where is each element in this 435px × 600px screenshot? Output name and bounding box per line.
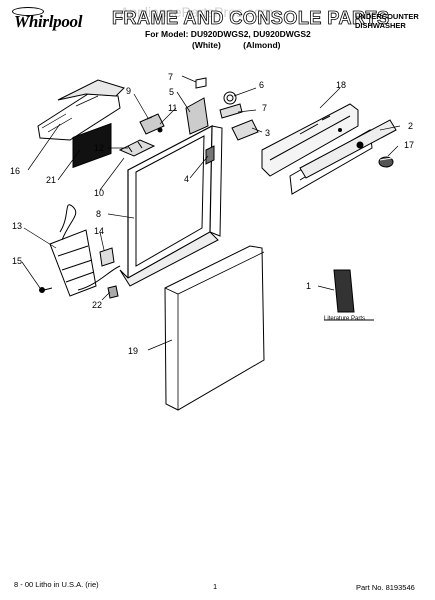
part-knob — [378, 156, 394, 168]
footer-page-number: 1 — [213, 582, 218, 591]
product-type-line1: UNDERCOUNTER — [355, 12, 419, 21]
part-switch — [99, 247, 115, 267]
callout-3: 3 — [265, 128, 271, 138]
part-literature — [333, 269, 355, 313]
part-insulation-pad — [72, 122, 112, 169]
callout-11: 11 — [168, 103, 178, 113]
callout-12: 12 — [94, 143, 105, 153]
part-door-frame — [119, 124, 223, 287]
callout-9: 9 — [126, 86, 132, 96]
callout-7a: 7 — [168, 72, 174, 82]
callout-8: 8 — [96, 209, 102, 219]
callout-16: 16 — [10, 166, 21, 176]
footer-part-number: Part No. 8193546 — [356, 583, 415, 592]
callout-18: 18 — [336, 80, 347, 90]
model-line: For Model: DU920DWGS2, DU920DWGS2 — [145, 29, 311, 39]
callout-21: 21 — [46, 175, 57, 185]
color-white: (White) — [192, 40, 221, 50]
product-type: UNDERCOUNTER DISHWASHER — [355, 12, 419, 30]
color-almond: (Almond) — [243, 40, 281, 50]
part-clip — [231, 119, 259, 141]
watermark: AppliancePartsPros.com — [120, 4, 274, 20]
callout-1: 1 — [306, 281, 312, 291]
callout-4: 4 — [184, 174, 190, 184]
callout-5: 5 — [169, 87, 175, 97]
callout-7b: 7 — [262, 103, 268, 113]
leader-lines — [21, 75, 401, 351]
color-variants: (White) (Almond) — [192, 40, 300, 50]
part-small-clip — [107, 285, 119, 299]
brand-logo: Whirlpool — [14, 12, 83, 31]
part-hinge-arms — [185, 77, 243, 135]
footer-print-info: 8 - 00 Litho in U.S.A. (rie) — [14, 580, 99, 589]
part-hinge-brackets — [118, 113, 165, 157]
literature-label: Literature Parts — [324, 316, 366, 322]
callout-19: 19 — [128, 346, 139, 356]
part-control-panel — [299, 119, 397, 179]
part-door-panel — [164, 245, 265, 411]
callout-2: 2 — [408, 121, 414, 131]
part-top-bracket — [37, 79, 125, 141]
product-type-line2: DISHWASHER — [355, 21, 406, 30]
callout-22: 22 — [92, 300, 103, 310]
callout-14: 14 — [94, 226, 105, 236]
callout-15: 15 — [12, 256, 23, 266]
brand-swoosh-icon — [12, 7, 44, 16]
callout-13: 13 — [12, 221, 23, 231]
callout-6: 6 — [259, 80, 265, 90]
page-title: FRAME AND CONSOLE PARTS — [112, 8, 390, 29]
callout-10: 10 — [94, 188, 105, 198]
part-wiring-harness — [39, 204, 121, 297]
callout-17: 17 — [404, 140, 415, 150]
